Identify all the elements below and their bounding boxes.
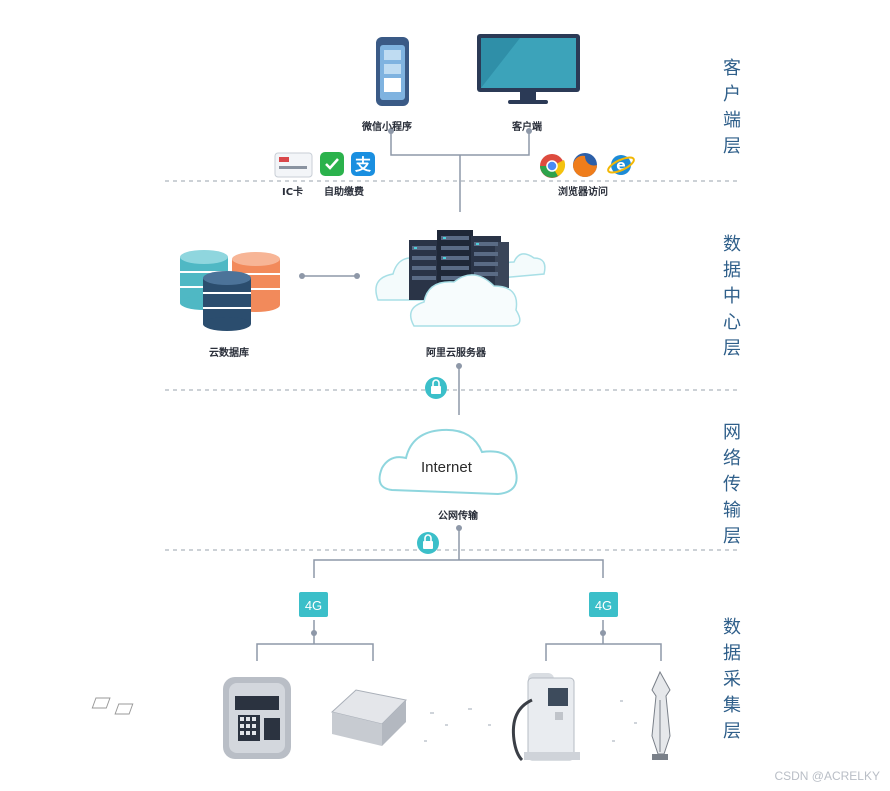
monitor-icon [477,34,580,104]
watermark: CSDN @ACRELKY [774,769,880,783]
front-cloud [409,274,521,327]
dot [311,630,317,636]
lock-icon [425,377,447,399]
dot [600,630,606,636]
db-cylinder-navy [203,271,251,331]
aliyun-server-label: 阿里云服务器 [426,348,486,359]
prepaid-meter-icon [223,677,291,759]
chrome-icon [540,154,566,178]
browser-label: 浏览器访问 [558,187,608,198]
charging-pile-icon [651,670,671,760]
dot [388,128,394,134]
4g-badge-right: 4G [589,592,618,617]
dot [456,363,462,369]
cloud-server-icon [375,230,546,327]
4g-badge-left: 4G [299,592,328,617]
lock-icon [417,532,439,554]
ic-card-icon [274,152,313,178]
alipay-icon: 支 [351,152,375,176]
collection-split [313,559,604,578]
client-label: 客户端 [512,122,542,133]
dot [526,128,532,134]
dot [299,273,305,279]
dot [456,525,462,531]
layer-label-collection: 数据采集层 [723,617,741,742]
connector-dots [299,128,606,636]
layer-label-datacenter: 数据中心层 [723,234,741,359]
cloud-db-label: 云数据库 [209,348,249,359]
svg-text:e: e [616,158,626,174]
4g-label: 4G [595,598,612,613]
ie-icon: e [607,155,635,175]
mini-program-label: 微信小程序 [362,122,412,133]
phone-icon [376,37,409,106]
svg-text:支: 支 [354,155,372,174]
decorative-shards [424,700,637,742]
left-device-split [256,643,374,661]
socket-box-icon [91,689,408,746]
internet-cloud [378,428,518,496]
self-pay-label: 自助缴费 [324,187,364,198]
4g-label: 4G [305,598,322,613]
firefox-icon [573,153,597,177]
ev-charger-icon [511,673,580,762]
public-transfer-label: 公网传输 [438,511,478,522]
connectors [256,131,662,661]
internet-label: Internet [421,459,472,476]
cloud-database-icon [180,250,280,331]
ic-card-label: IC卡 [282,187,304,198]
right-device-split [545,643,662,661]
dot [354,273,360,279]
layer-label-client: 客户端层 [723,58,741,157]
client-connector [390,131,530,156]
wechat-pay-icon [320,152,344,176]
layer-label-network: 网络传输层 [723,422,741,547]
